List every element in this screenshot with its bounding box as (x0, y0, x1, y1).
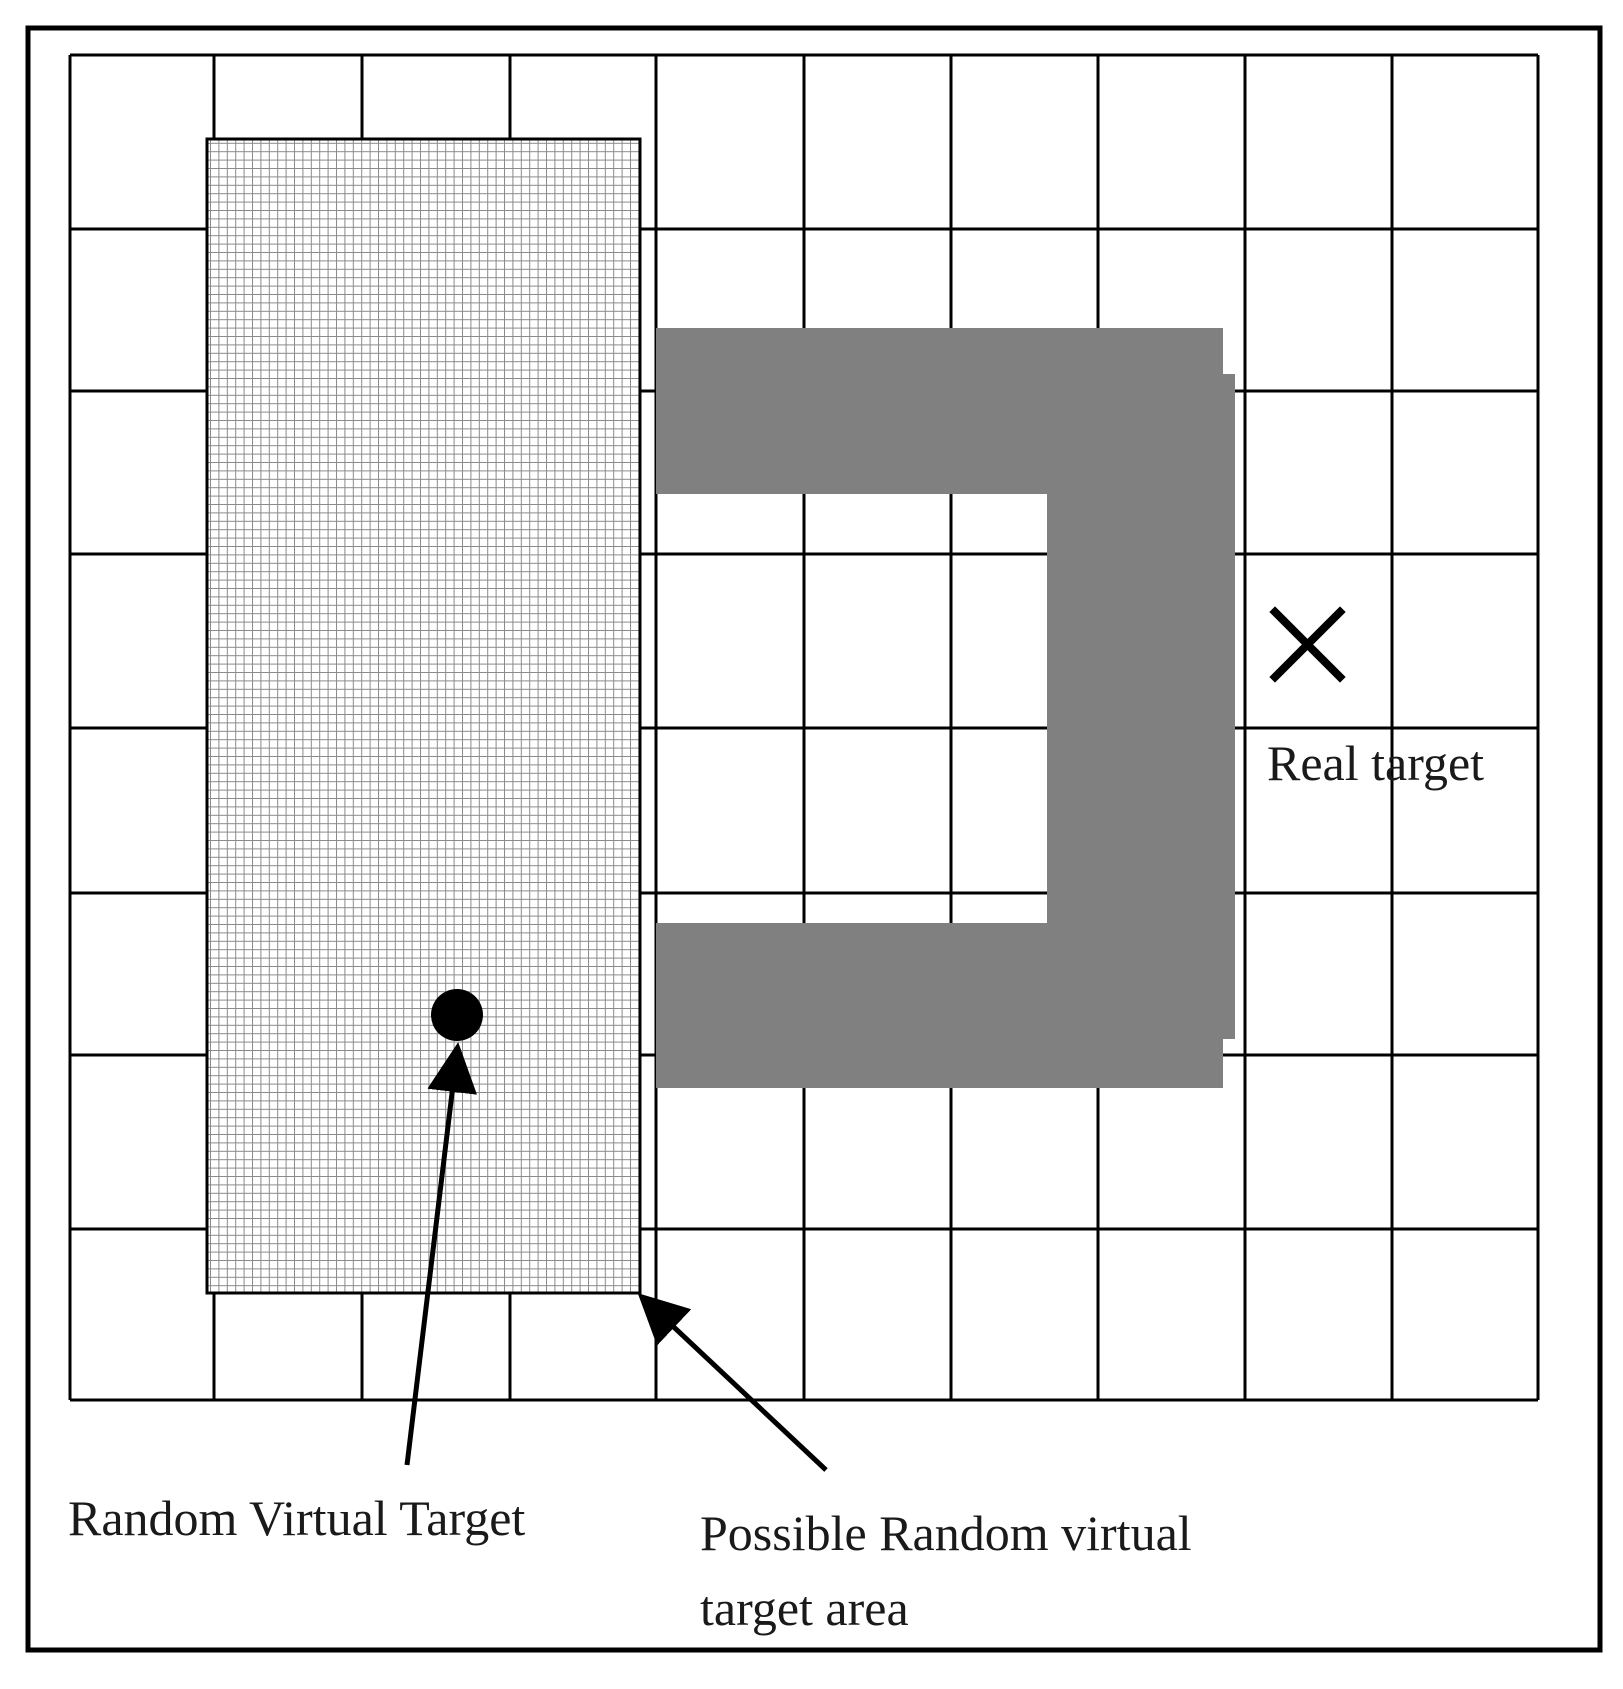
real-target-x-icon (1269, 606, 1346, 683)
random-virtual-target-label: Random Virtual Target (68, 1490, 525, 1546)
possible-area-label-line1: Possible Random virtual (700, 1505, 1192, 1561)
arrow-to-virtual-target (404, 1042, 478, 1466)
obstacle (656, 328, 1235, 1088)
possible-area-label-line2: target area (700, 1580, 909, 1636)
possible-target-area (205, 137, 642, 1295)
arrow-to-target-area (637, 1293, 828, 1472)
virtual-target-dot (431, 989, 483, 1041)
real-target-label: Real target (1267, 735, 1484, 791)
